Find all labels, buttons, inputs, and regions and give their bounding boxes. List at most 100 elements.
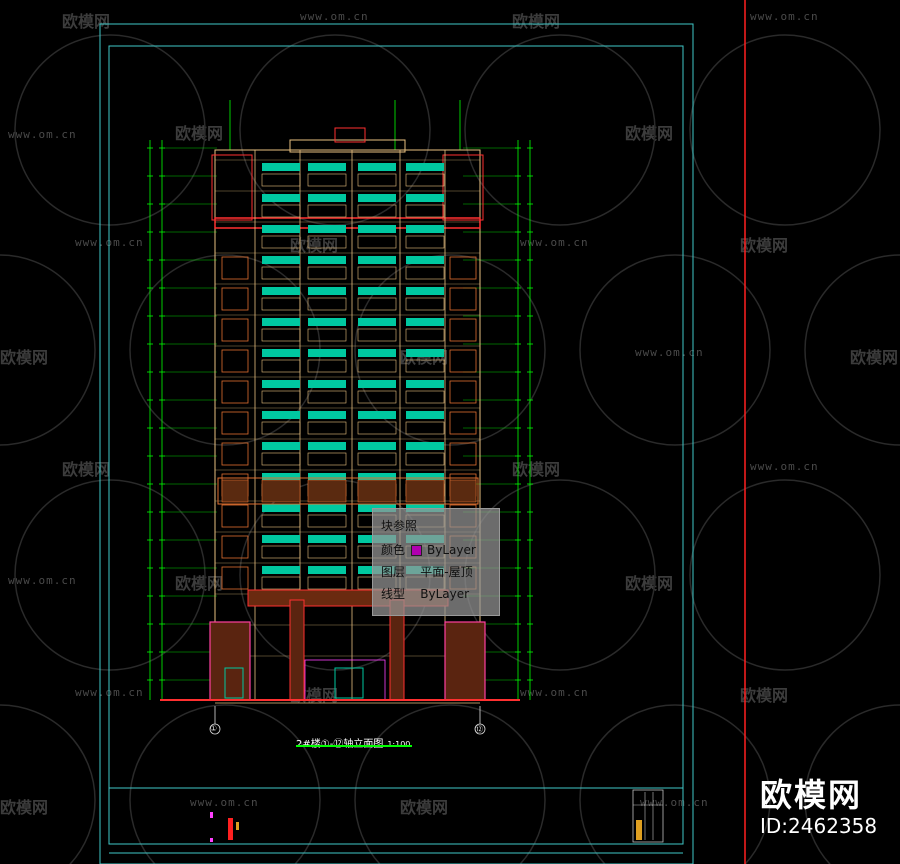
- ornament-panel: [357, 479, 397, 503]
- window-panel: [262, 256, 300, 264]
- window-frame: [307, 545, 347, 559]
- window-frame: [261, 421, 301, 435]
- watermark-url: www.om.cn: [8, 128, 77, 141]
- axis-label-right: ⑫: [475, 725, 483, 734]
- window-panel: [262, 194, 300, 202]
- window-panel: [358, 473, 396, 481]
- watermark-url: www.om.cn: [190, 796, 259, 809]
- tooltip-linetype-value: ByLayer: [420, 587, 470, 601]
- window-frame: [261, 328, 301, 342]
- window-frame: [307, 266, 347, 280]
- title-underline: [296, 745, 412, 747]
- tooltip-linetype-row: 线型 ByLayer: [381, 585, 469, 602]
- drawing-scale: 1:100: [387, 740, 410, 749]
- window-frame: [261, 576, 301, 590]
- window-panel: [358, 225, 396, 233]
- tooltip-title: 块参照: [381, 519, 418, 533]
- color-swatch: [411, 545, 423, 556]
- side-balcony: [449, 256, 477, 280]
- window-panel: [358, 380, 396, 388]
- side-balcony: [449, 411, 477, 435]
- window-frame: [405, 328, 445, 342]
- window-frame: [307, 514, 347, 528]
- watermark-logo: 欧模网: [625, 124, 674, 143]
- window-frame: [405, 266, 445, 280]
- window-panel: [308, 349, 346, 357]
- side-balcony: [221, 349, 249, 373]
- lobby-frame: [304, 659, 386, 701]
- window-frame: [357, 421, 397, 435]
- axis-markers: [209, 706, 486, 735]
- window-frame: [357, 328, 397, 342]
- side-balcony: [221, 442, 249, 466]
- window-panel: [358, 194, 396, 202]
- window-frame: [307, 576, 347, 590]
- side-balcony: [221, 287, 249, 311]
- watermark-logo: 欧模网: [400, 798, 449, 817]
- window-frame: [307, 297, 347, 311]
- roof-parapet: [289, 139, 406, 153]
- watermark-logo: 欧模网: [512, 460, 561, 479]
- window-panel: [308, 318, 346, 326]
- tooltip-color-label: 颜色: [381, 543, 406, 557]
- window-panel: [262, 163, 300, 171]
- window-panel: [406, 163, 444, 171]
- window-panel: [262, 287, 300, 295]
- watermark-logo: 欧模网: [512, 12, 561, 31]
- window-frame: [405, 204, 445, 218]
- watermark-logo: 欧模网: [62, 12, 111, 31]
- window-frame: [307, 359, 347, 373]
- stamp-marks: [210, 812, 239, 842]
- window-frame: [405, 235, 445, 249]
- window-panel: [406, 256, 444, 264]
- window-panel: [358, 442, 396, 450]
- window-panel: [308, 380, 346, 388]
- side-balcony: [221, 566, 249, 590]
- window-panel: [358, 287, 396, 295]
- window-panel: [358, 163, 396, 171]
- window-panel: [262, 380, 300, 388]
- window-panel: [308, 225, 346, 233]
- window-panel: [308, 504, 346, 512]
- window-panel: [308, 442, 346, 450]
- window-panel: [406, 411, 444, 419]
- window-frame: [405, 173, 445, 187]
- window-panel: [358, 349, 396, 357]
- watermark-logo: 欧模网: [0, 348, 49, 367]
- entrance-door: [334, 667, 364, 699]
- watermark-url: www.om.cn: [520, 686, 589, 699]
- window-frame: [261, 235, 301, 249]
- axis-label-left: ①: [210, 724, 218, 733]
- ornament-panel: [449, 479, 477, 503]
- watermark-url: www.om.cn: [750, 10, 819, 23]
- watermark-logo: 欧模网: [0, 798, 49, 817]
- tooltip-color-value: ByLayer: [427, 543, 476, 557]
- window-panel: [262, 566, 300, 574]
- tooltip-layer-label: 图层: [381, 565, 406, 579]
- window-frame: [261, 390, 301, 404]
- window-panel: [406, 473, 444, 481]
- window-panel: [308, 535, 346, 543]
- window-frame: [357, 266, 397, 280]
- window-frame: [357, 173, 397, 187]
- window-panel: [262, 225, 300, 233]
- window-panel: [262, 411, 300, 419]
- watermark-logo: 欧模网: [740, 686, 789, 705]
- side-balcony: [221, 318, 249, 342]
- right-tower: [442, 154, 484, 221]
- window-panel: [406, 442, 444, 450]
- window-panel: [262, 349, 300, 357]
- window-frame: [307, 452, 347, 466]
- base-pier-left: [209, 621, 251, 701]
- window-frame: [405, 390, 445, 404]
- base-pier-right: [444, 621, 486, 701]
- window-frame: [405, 297, 445, 311]
- side-balcony: [221, 380, 249, 404]
- window-frame: [261, 359, 301, 373]
- window-panel: [262, 473, 300, 481]
- window-frame: [357, 235, 397, 249]
- window-panel: [358, 318, 396, 326]
- window-frame: [357, 390, 397, 404]
